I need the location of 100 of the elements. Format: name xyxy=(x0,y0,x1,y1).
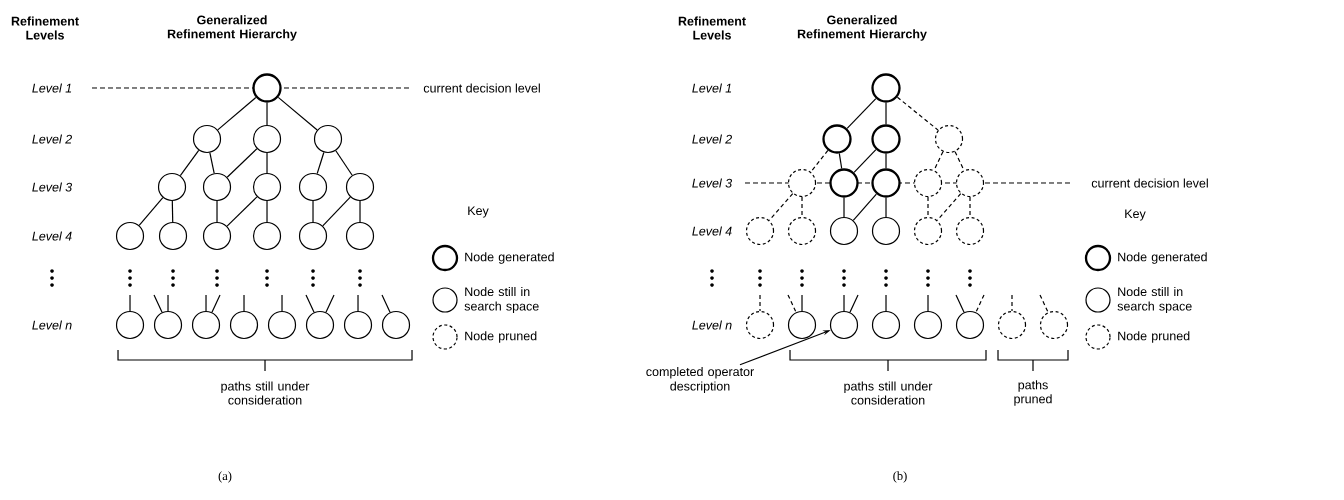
branch-line xyxy=(852,193,877,221)
branch-line xyxy=(266,200,268,223)
bracket-label: paths pruned xyxy=(1014,380,1052,406)
branch-line xyxy=(885,197,887,218)
branch-stub xyxy=(129,294,131,312)
tree-node xyxy=(955,310,985,340)
tree-node xyxy=(267,310,297,340)
branch-stub xyxy=(885,294,887,312)
key-heading: Key xyxy=(468,206,489,218)
branch-line xyxy=(322,196,351,227)
branch-line xyxy=(266,102,268,126)
level-label: Level 4 xyxy=(32,231,72,241)
legend-text: Node still in search space xyxy=(464,286,539,314)
tree-node xyxy=(913,168,943,198)
tree-node xyxy=(252,124,282,154)
bracket-label: paths still under consideration xyxy=(844,381,933,405)
tree-node xyxy=(787,310,817,340)
tree-node xyxy=(829,168,859,198)
tree-node xyxy=(252,73,282,103)
branch-line xyxy=(216,200,218,223)
tree-node xyxy=(202,172,232,202)
tree-node xyxy=(153,310,183,340)
tree-node xyxy=(313,124,343,154)
tree-node xyxy=(955,168,985,198)
branch-stub xyxy=(787,294,797,313)
branch-line xyxy=(933,151,944,171)
legend-text: Node generated xyxy=(1118,252,1207,264)
branch-line xyxy=(316,151,325,175)
bracket-label: paths still under consideration xyxy=(221,381,310,405)
branch-stub xyxy=(381,294,391,313)
branch-stub xyxy=(759,294,761,312)
branch-line xyxy=(768,193,794,221)
branch-line xyxy=(171,200,174,223)
branch-line xyxy=(226,196,258,227)
tree-node xyxy=(745,310,775,340)
level-label: Level 1 xyxy=(692,83,732,93)
branch-stub xyxy=(801,294,803,312)
level-label: Level n xyxy=(692,320,732,330)
tree-node xyxy=(1039,310,1069,340)
tree-node xyxy=(871,168,901,198)
tree-node xyxy=(229,310,259,340)
tree-node xyxy=(157,172,187,202)
branch-line xyxy=(209,152,215,174)
tree-node xyxy=(822,124,852,154)
branch-stub xyxy=(843,294,845,312)
level-label: Level 3 xyxy=(692,178,733,188)
branch-line xyxy=(954,151,965,171)
tree-node xyxy=(158,221,188,251)
branch-stub xyxy=(849,294,859,313)
tree-node xyxy=(829,216,859,246)
branch-line xyxy=(359,200,361,223)
branch-stub xyxy=(305,294,315,313)
branch-line xyxy=(885,153,887,169)
branch-stub xyxy=(955,294,965,313)
callout-text: completed operator description xyxy=(646,366,754,394)
level-label: Level 2 xyxy=(692,134,732,144)
annotation-text: current decision level xyxy=(1091,178,1208,188)
branch-line xyxy=(226,148,258,178)
tree-node xyxy=(298,221,328,251)
level-label: Level 1 xyxy=(32,83,72,93)
column-heading: Generalized Refinement Hierarchy xyxy=(797,15,927,41)
tree-node xyxy=(871,216,901,246)
level-label: Level 2 xyxy=(32,134,72,144)
branch-line xyxy=(853,149,877,173)
branch-line xyxy=(969,196,971,218)
branch-stub xyxy=(205,294,207,312)
column-heading: Refinement Levels xyxy=(11,16,79,40)
tree-node xyxy=(343,310,373,340)
branch-stub xyxy=(1039,294,1049,313)
tree-node xyxy=(298,172,328,202)
tree-node xyxy=(913,216,943,246)
tree-node xyxy=(871,73,901,103)
legend-text: Node still in search space xyxy=(1117,286,1192,314)
branch-line xyxy=(179,149,200,177)
branch-stub xyxy=(243,294,245,312)
tree-node xyxy=(934,124,964,154)
tree-node xyxy=(997,310,1027,340)
tree-node xyxy=(345,221,375,251)
column-heading: Generalized Refinement Hierarchy xyxy=(167,15,297,41)
branch-line xyxy=(138,197,164,226)
branch-line xyxy=(810,149,829,173)
tree-node xyxy=(829,310,859,340)
level-label: Level n xyxy=(32,320,72,330)
tree-node xyxy=(381,310,411,340)
tree-node xyxy=(115,310,145,340)
tree-node xyxy=(252,221,282,251)
tree-node xyxy=(955,216,985,246)
branch-line xyxy=(885,102,887,125)
legend-text: Node pruned xyxy=(465,331,537,343)
tree-node xyxy=(252,172,282,202)
branch-line xyxy=(927,196,929,218)
column-heading: Refinement Levels xyxy=(678,16,746,40)
branch-stub xyxy=(1011,294,1013,312)
branch-line xyxy=(801,196,803,218)
branch-line xyxy=(896,96,939,131)
branch-stub xyxy=(281,294,283,312)
tree-node xyxy=(192,124,222,154)
tree-node xyxy=(202,221,232,251)
tree-node xyxy=(305,310,335,340)
branch-line xyxy=(266,152,268,174)
